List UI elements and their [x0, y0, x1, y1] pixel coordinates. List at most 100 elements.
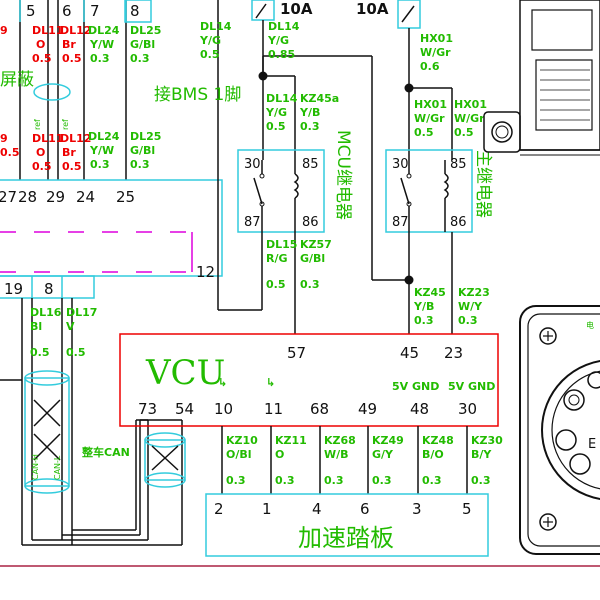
wire-dl12b-code: DL12 — [60, 132, 91, 145]
main-wire-top-code: HX01 — [420, 32, 453, 45]
vcu-pin-23: 23 — [444, 344, 463, 362]
main-wire-in2-size: 0.5 — [454, 126, 474, 139]
main-relay-section: 10A HX01 W/Gr 0.6 HX01 W/Gr 0.5 HX01 W/G… — [356, 0, 493, 334]
wire-dl24b-code: DL24 — [88, 130, 120, 143]
kz49-code: KZ49 — [372, 434, 404, 447]
vcu-pin-68: 68 — [310, 400, 329, 418]
wire-dl24b-color: Y/W — [89, 144, 114, 157]
conn-pin-12: 12 — [196, 263, 215, 281]
top-pin-8: 8 — [130, 2, 140, 20]
conn-pin-28: 28 — [18, 188, 37, 206]
wire-dl25b-code: DL25 — [130, 130, 161, 143]
mcu-wire-out1-color: R/G — [266, 252, 288, 265]
kz48-color: B/O — [422, 448, 444, 461]
mcu-wire-out2-code: KZ57 — [300, 238, 332, 251]
wire-dl11b-size: 0.5 — [32, 160, 52, 173]
top-pin-5: 5 — [26, 2, 36, 20]
mcu-wire-out2-color: G/Bl — [300, 252, 325, 265]
main-relay-pin86: 86 — [450, 215, 467, 230]
conn-pin-27: 27 — [0, 188, 17, 206]
kz49-size: 0.3 — [372, 474, 392, 487]
mcu-wire-in1-code: DL14 — [266, 92, 298, 105]
kz30-code: KZ30 — [471, 434, 503, 447]
vcu-pin-49: 49 — [358, 400, 377, 418]
wire-dl25-size: 0.3 — [130, 52, 150, 65]
accelerator-pedal-box: 2 1 4 6 3 5 加速踏板 — [205, 493, 489, 557]
vcu-box: VCU 57 45 23 5V GND 5V GND ↳ ↳ 73 54 10 … — [119, 333, 499, 427]
junction-dot-45 — [404, 275, 414, 285]
wire-dl12b-color: Br — [62, 146, 76, 159]
wire-dl16-color: Bl — [30, 320, 42, 333]
wire-dl24-color: Y/W — [89, 38, 114, 51]
mcu-relay-section: 10A DL14 Y/G 0.5 DL14 Y/G 0.85 接BMS 1脚 D… — [154, 0, 373, 334]
main-relay-box — [385, 149, 473, 233]
main-wire-out2-code: KZ23 — [458, 286, 490, 299]
fuse-left-label: 10A — [280, 0, 313, 18]
wire-dl17-size: 0.5 — [66, 346, 86, 359]
vcu-pin-73: 73 — [138, 400, 157, 418]
wire-dl25b-size: 0.3 — [130, 158, 150, 171]
mcu-wire-top2-code: DL14 — [268, 20, 300, 33]
kz68-code: KZ68 — [324, 434, 356, 447]
wire-dl11-code: DL11 — [32, 24, 63, 37]
vcu-pin-10: 10 — [214, 400, 233, 418]
pedal-pin-6: 6 — [360, 500, 370, 518]
mcu-relay-pin87: 87 — [244, 215, 261, 230]
vcu-signal-symbol-2: ↳ — [266, 376, 275, 389]
wire-dl17-color: V — [66, 320, 75, 333]
kz11-code: KZ11 — [275, 434, 307, 447]
kz30-color: B/Y — [471, 448, 492, 461]
top-pin-6: 6 — [62, 2, 72, 20]
main-wire-in1-size: 0.5 — [414, 126, 434, 139]
wire-dl11b-color: O — [36, 146, 45, 159]
kz30-size: 0.3 — [471, 474, 491, 487]
kz10-code: KZ10 — [226, 434, 258, 447]
wire-dl25b-color: G/Bl — [130, 144, 155, 157]
pedal-wires: KZ10 O/Bl 0.3 KZ11 O 0.3 KZ68 W/B 0.3 KZ… — [221, 426, 503, 494]
main-wire-top-size: 0.6 — [420, 60, 440, 73]
can-twisted-pair: DL16 Bl 0.5 DL17 V 0.5 CAN-H CAN-L 整车CAN — [0, 298, 186, 546]
wire-dl17-code: DL17 — [66, 306, 97, 319]
vehicle-can-label: 整车CAN — [81, 445, 130, 459]
mcu-wire-in2-color: Y/B — [299, 106, 320, 119]
main-wire-in2-code: HX01 — [454, 98, 487, 111]
main-wire-in2-color: W/Gr — [454, 112, 485, 125]
vcu-pin-30: 30 — [458, 400, 477, 418]
main-relay-pin85: 85 — [450, 157, 467, 172]
vcu-pin-11: 11 — [264, 400, 283, 418]
pedal-title: 加速踏板 — [298, 524, 394, 552]
mcu-wire-out2-size: 0.3 — [300, 278, 320, 291]
vcu-pin-54: 54 — [175, 400, 194, 418]
mcu-wire-in1-size: 0.5 — [266, 120, 286, 133]
main-wire-out2-size: 0.3 — [458, 314, 478, 327]
conn-pin-24: 24 — [76, 188, 95, 206]
kz49-color: G/Y — [372, 448, 394, 461]
vcu-title: VCU — [145, 353, 225, 393]
junction-dot-main — [404, 83, 414, 93]
wire-dl11-size: 0.5 — [32, 52, 52, 65]
main-wire-top-color: W/Gr — [420, 46, 451, 59]
wire-label-9b: 9 — [0, 132, 8, 145]
vcu-pin-57: 57 — [287, 344, 306, 362]
main-wire-in1-color: W/Gr — [414, 112, 445, 125]
mcu-relay-box — [237, 149, 325, 233]
port-tiny-label: 电 — [586, 320, 594, 330]
wire-label-9: 9 — [0, 24, 8, 37]
mcu-relay-pin30: 30 — [244, 157, 261, 172]
kz68-color: W/B — [324, 448, 349, 461]
mcu-wire-in2-code: KZ45a — [300, 92, 339, 105]
conn-pin-8: 8 — [44, 280, 54, 298]
mcu-wire-in1-color: Y/G — [265, 106, 287, 119]
mcu-wire-top1-color: Y/G — [199, 34, 221, 47]
vcu-gnd-b: 5V GND — [448, 380, 495, 393]
left-wire-bundle: 5 6 7 8 9 DL11 O 0.5 DL12 Br 0.5 DL24 Y/… — [0, 0, 223, 299]
main-wire-out2-color: W/Y — [458, 300, 483, 313]
can-h-label: CAN-H — [31, 454, 40, 480]
kz48-size: 0.3 — [422, 474, 442, 487]
shield-ellipse — [33, 83, 71, 101]
mcu-wire-top1-code: DL14 — [200, 20, 232, 33]
kz10-color: O/Bl — [226, 448, 252, 461]
mcu-relay-pin85: 85 — [302, 157, 319, 172]
port-label-e: E — [588, 437, 596, 452]
